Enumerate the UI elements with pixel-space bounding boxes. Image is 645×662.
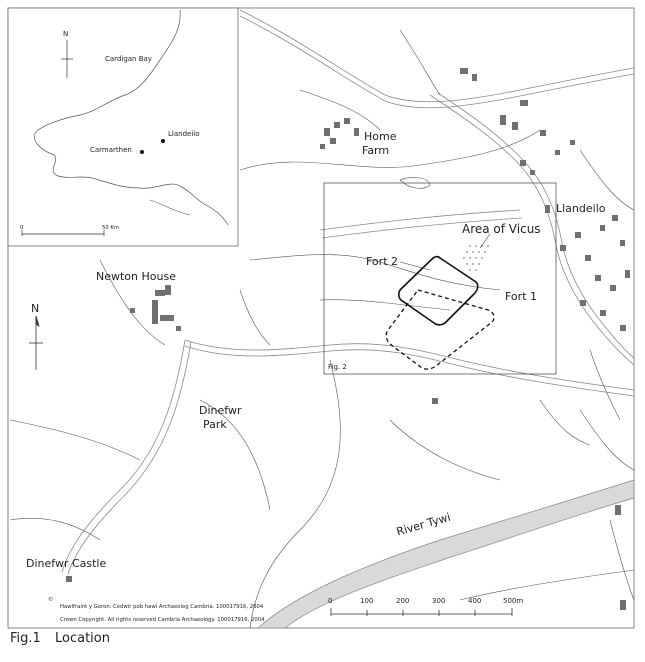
caption-figure: Fig.1: [10, 631, 41, 646]
carmarthen-dot: [140, 150, 144, 154]
scale-tick-100: 100: [360, 597, 374, 605]
label-fort-2: Fort 2: [366, 255, 398, 268]
scale-tick-200: 200: [396, 597, 410, 605]
inset-scale-end: 50 Km: [102, 225, 120, 231]
map-frame: [7, 7, 635, 629]
inset-scale-start: 0: [20, 225, 24, 231]
copyright-symbol: ©: [48, 597, 54, 603]
buildings: [66, 68, 630, 610]
label-dinefwr-castle: Dinefwr Castle: [26, 557, 107, 570]
label-fig2: Fig. 2: [328, 363, 347, 371]
label-home: Home: [364, 130, 397, 143]
label-fort-1: Fort 1: [505, 290, 537, 303]
vicus-stipple: [463, 245, 489, 271]
scale-tick-0: 0: [328, 597, 333, 605]
vicus-leader: [479, 233, 491, 249]
copyright-english: Crown Copyright. All rights reserved Cam…: [60, 617, 265, 623]
label-farm: Farm: [362, 144, 390, 157]
inset-north-label: N: [63, 30, 69, 38]
label-park: Park: [203, 418, 227, 431]
scale-tick-300: 300: [432, 597, 446, 605]
inset-coastline: [33, 9, 229, 226]
label-llandeilo: Llandeilo: [556, 202, 606, 215]
scale-tick-400: 400: [468, 597, 482, 605]
field-boundaries: [9, 29, 635, 629]
scale-bar: [330, 608, 513, 616]
scale-tick-500m: 500m: [503, 597, 524, 605]
label-dinefwr: Dinefwr: [199, 404, 242, 417]
copyright-welsh: Hawlfraint y Goron. Cedwir pob hawl Arch…: [60, 604, 264, 610]
fort-2-leader: [399, 261, 431, 271]
roads: [61, 9, 635, 575]
inset-map: [7, 7, 239, 247]
fort-1-outline: [385, 289, 495, 370]
inset-town-llandeilo: Llandeilo: [168, 130, 200, 138]
inset-town-carmarthen: Carmarthen: [90, 146, 132, 154]
fig2-box: [323, 182, 557, 375]
inset-sea-label: Cardigan Bay: [105, 55, 152, 63]
label-newton-house: Newton House: [96, 270, 176, 283]
north-arrow: [29, 315, 43, 370]
llandeilo-dot: [161, 139, 165, 143]
label-north: N: [31, 302, 40, 315]
fort-2-outline: [397, 255, 479, 326]
caption-title: Location: [55, 631, 110, 646]
river-tywi: [257, 479, 635, 629]
label-area-of-vicus: Area of Vicus: [462, 222, 541, 236]
